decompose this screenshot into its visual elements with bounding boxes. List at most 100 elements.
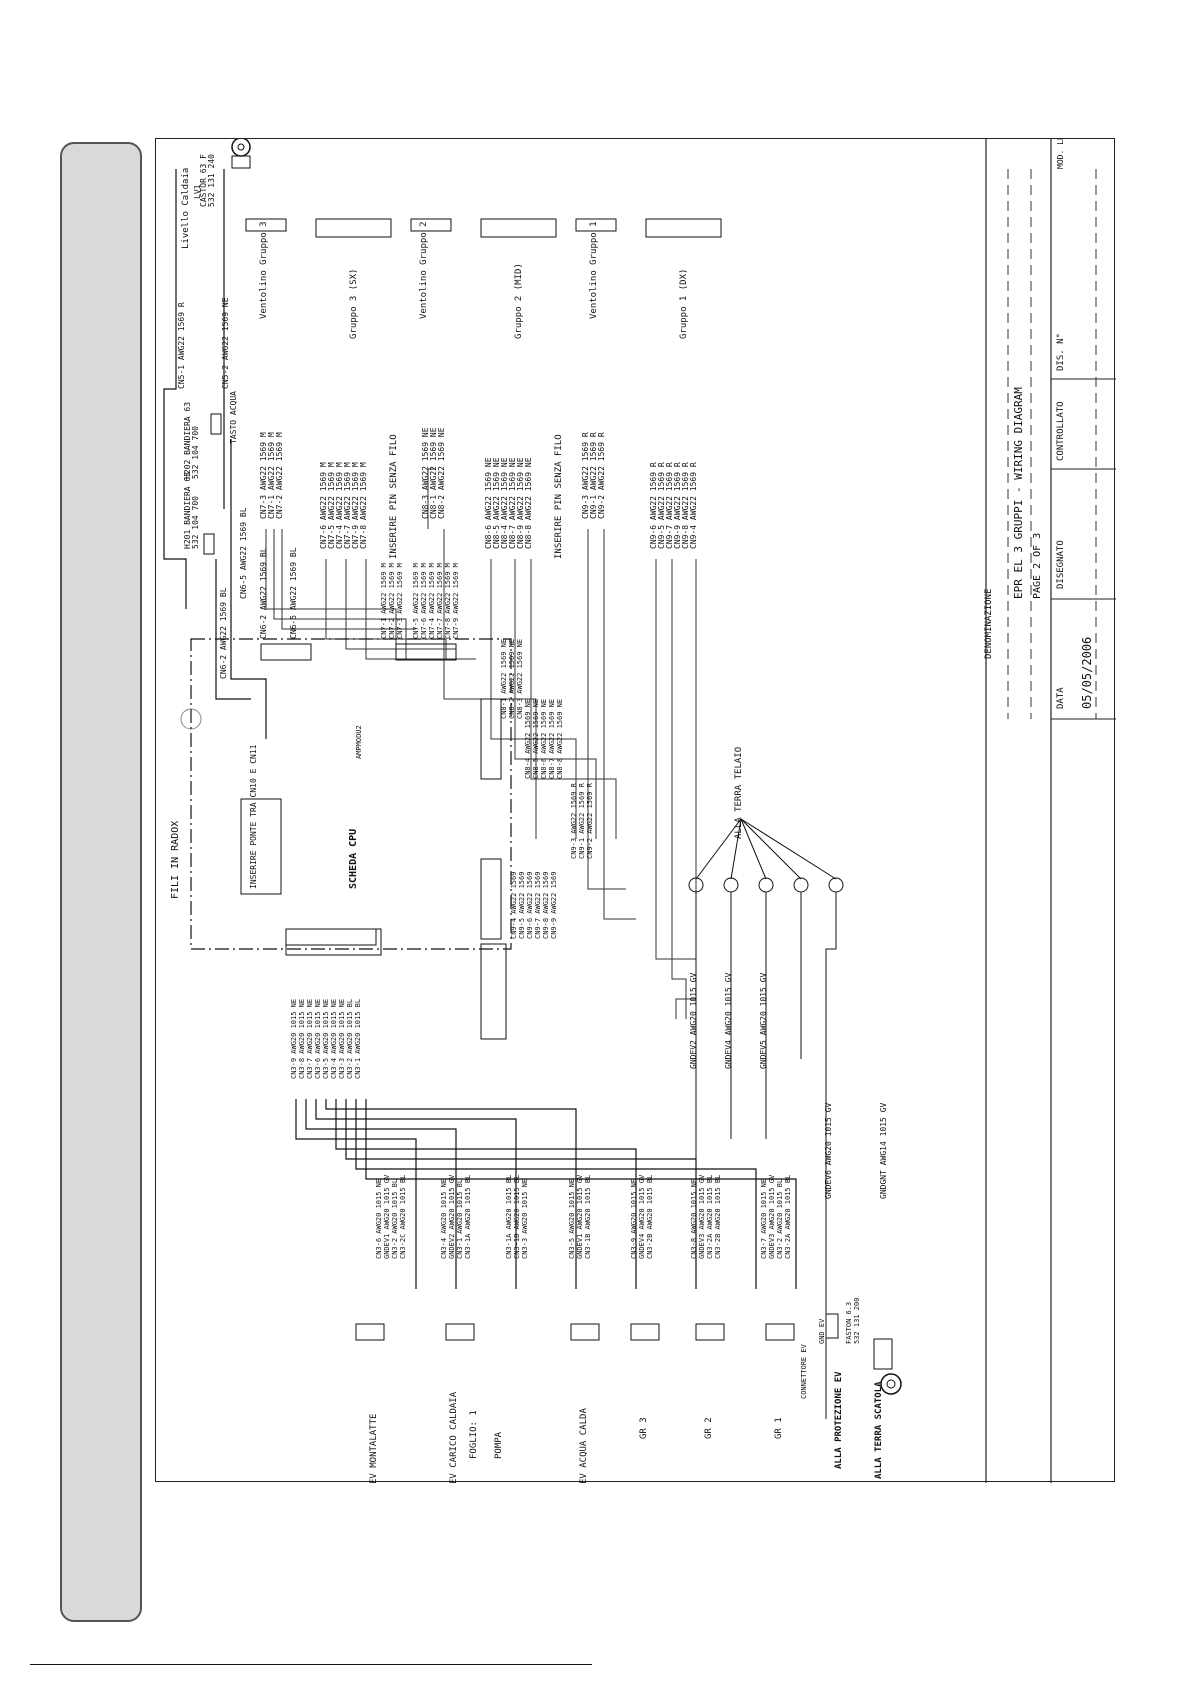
device-4-wire-2: CN3-2B AWG20 1015 BL	[646, 1175, 654, 1259]
fili-radox-label: FILI IN RADOX	[170, 821, 181, 899]
cpu-cn9-7: CN9-7 AWG22 1569	[534, 872, 542, 939]
device-3-wire-2: CN3-1B AWG20 1015 BL	[584, 1175, 592, 1259]
footer-line	[30, 1664, 592, 1665]
protezione-label: ALLA PROTEZIONE EV	[834, 1371, 844, 1469]
device-ev-montalatte: EV MONTALATTE CN3-6 AWG20 1015 NE GNDEV1…	[355, 1174, 407, 1484]
cpu-cn7-9: CN7-9 AWG22 1569 M	[452, 563, 460, 639]
cn7-9-wire: CN7-9 AWG22 1569 M	[351, 462, 360, 549]
bridge-note: INSERIRE PONTE TRA CN10 E CN11	[249, 744, 258, 889]
cn7-3-wire: CN7-3 AWG22 1569 M	[259, 432, 268, 519]
h202-number: 532 104 700	[191, 426, 200, 479]
cn8-3-wire: CN8-3 AWG22 1569 NE	[421, 427, 430, 519]
cn3-1: CN3-1 AWG20 1015 BL	[354, 999, 362, 1079]
cpu-cn7-2: CN7-2 AWG22 1569 M	[388, 563, 396, 639]
group-3-note: INSERIRE PIN SENZA FILO	[389, 434, 399, 559]
cpu-cn7-6: CN7-6 AWG22 1569 M	[420, 563, 428, 639]
cn9-9-wire: CN9-9 AWG22 1569 R	[673, 462, 682, 549]
cpu-board: SCHEDA CPU INSERIRE PONTE TRA CN10 E CN1…	[190, 547, 594, 1079]
device-0-wire-0: CN3-6 AWG20 1015 NE	[375, 1179, 383, 1259]
cn6-2-top: CN6-2 AWG22 1569 BL	[219, 587, 228, 679]
cn3-2: CN3-2 AWG20 1015 BL	[346, 999, 354, 1079]
device-pompa: POMPA CN3-1A AWG20 1015 BL CN3-1B AWG20 …	[494, 1175, 529, 1459]
device-5-wire-2: CN3-2A AWG20 1015 BL	[706, 1175, 714, 1259]
dis-number-label: DIS. N°	[1056, 333, 1066, 371]
device-6-wire-0: CN3-7 AWG20 1015 NE	[760, 1179, 768, 1259]
gndev2-wire: GNDEV2 AWG20 1015 GV	[689, 972, 698, 1069]
denominazione-label: DENOMINAZIONE	[984, 589, 994, 659]
device-5-wire-0: CN3-8 AWG20 1015 NE	[690, 1179, 698, 1259]
cn7-5-wire: CN7-5 AWG22 1569 M	[327, 462, 336, 549]
cn7-4-wire: CN7-4 AWG22 1569 M	[335, 462, 344, 549]
cpu-cn9-9: CN9-9 AWG22 1569	[550, 872, 558, 939]
side-tab-panel	[60, 142, 142, 1622]
cpu-cn8-4: CN8-4 AWG22 1569 NE	[524, 699, 532, 779]
device-6-wire-1: GNDEV3 AWG20 1015 GV	[768, 1174, 776, 1259]
cn9-8-wire: CN9-8 AWG22 1569 R	[681, 462, 690, 549]
cn8-1-wire: CN8-1 AWG22 1569 NE	[429, 427, 438, 519]
device-gr-1: GR 1 CN3-7 AWG20 1015 NE GNDEV3 AWG20 10…	[760, 1174, 795, 1439]
tasto-acqua-label: TASTO ACQUA	[229, 391, 238, 444]
ev-protection: ALLA PROTEZIONE EV GND EV FASTON 6.3 532…	[818, 1298, 861, 1469]
ground-section: ALLA TERRA TELAIO GNDEV2 AWG20 1015 GV G…	[688, 747, 888, 1419]
device-gr-2: GR 2 CN3-8 AWG20 1015 NE GNDEV3 AWG20 10…	[690, 1174, 725, 1439]
device-3-wire-0: CN3-5 AWG20 1015 NE	[568, 1179, 576, 1259]
lvl-number: 532 131 240	[207, 154, 216, 207]
fan-2-label: Ventolino Gruppo 2	[419, 221, 429, 319]
device-ev-carico-caldaia: EV CARICO CALDAIA CN3-4 AWG20 1015 NE GN…	[440, 1174, 479, 1484]
page-indicator: PAGE 2 OF 3	[1032, 533, 1043, 599]
gnd-ev-label: GND EV	[818, 1318, 826, 1344]
device-4-wire-0: CN3-9 AWG20 1015 NE	[630, 1179, 638, 1259]
wiring-diagram-svg: DENOMINAZIONE EPR EL 3 GRUPPI - WIRING D…	[163, 121, 1116, 1484]
cn7-2-wire: CN7-2 AWG22 1569 M	[275, 432, 284, 519]
device-4-name: GR 3	[639, 1417, 649, 1439]
cpu-cn7-7: CN7-7 AWG22 1569 M	[436, 563, 444, 639]
cn5-2-wire: CN5-2 AWG22 1569 NE	[221, 297, 230, 389]
cn7-1-wire: CN7-1 AWG22 1569 M	[267, 432, 276, 519]
gndev6-wire: GNDEV6 AWG20 1015 GV	[824, 1102, 833, 1199]
device-5-wire-1: GNDEV3 AWG20 1015 GV	[698, 1174, 706, 1259]
device-0-wire-2: CN3-2 AWG20 1015 BL	[391, 1179, 399, 1259]
faston-number: 532 131 200	[853, 1298, 861, 1344]
cn8-5-wire: CN8-5 AWG22 1569 NE	[492, 457, 501, 549]
device-4-wire-1: GNDEV4 AWG20 1015 GV	[638, 1174, 646, 1259]
diagram-title: EPR EL 3 GRUPPI - WIRING DIAGRAM	[1012, 387, 1025, 599]
cpu-cn9-6: CN9-6 AWG22 1569	[526, 872, 534, 939]
controllato-label: CONTROLLATO	[1056, 401, 1066, 461]
device-2-wire-0: CN3-1A AWG20 1015 BL	[505, 1175, 513, 1259]
group-1: Ventolino Gruppo 1 Gruppo 1 (DX) CN9-3 A…	[575, 218, 722, 549]
cpu-connector: AMPMODU2	[355, 725, 363, 759]
cpu-cn8-6: CN8-6 AWG22 1569 NE	[540, 699, 548, 779]
group-2-note: INSERIRE PIN SENZA FILO	[554, 434, 564, 559]
cpu-cn9-8: CN9-8 AWG22 1569	[542, 872, 550, 939]
cpu-cn8-2: CN8-2 AWG22 1569 NE	[508, 639, 516, 719]
gndgnt-wire: GNDGNT AWG14 1015 GV	[879, 1102, 888, 1199]
cpu-cn8-7: CN8-7 AWG22 1569 NE	[548, 699, 556, 779]
cpu-cn7-4: CN7-4 AWG22 1569 M	[428, 563, 436, 639]
disegnato-label: DISEGNATO	[1056, 540, 1066, 589]
cn8-7-wire: CN8-7 AWG22 1569 NE	[508, 457, 517, 549]
lvl-code: LV1	[193, 184, 202, 199]
group-3: Ventolino Gruppo 3 Gruppo 3 (SX) CN7-3 A…	[245, 218, 399, 559]
cn9-5-wire: CN9-5 AWG22 1569 R	[657, 462, 666, 549]
cn3-3: CN3-3 AWG20 1015 NE	[338, 999, 346, 1079]
device-1-wire-0: CN3-4 AWG20 1015 NE	[440, 1179, 448, 1259]
cpu-cn7-8: CN7-8 AWG22 1569 M	[444, 563, 452, 639]
connettore-label: CONNETTORE EV	[800, 1343, 808, 1399]
cn7-8-wire: CN7-8 AWG22 1569 M	[359, 462, 368, 549]
cpu-cn7-1: CN7-1 AWG22 1569 M	[380, 563, 388, 639]
h202-label: H202 BANDIERA 63	[183, 402, 192, 479]
faston-label: FASTON 6.3	[845, 1302, 853, 1344]
device-6-wire-3: CN3-2A AWG20 1015 BL	[784, 1175, 792, 1259]
device-1-wire-3: CN3-1A AWG20 1015 BL	[464, 1175, 472, 1259]
cpu-label: SCHEDA CPU	[348, 829, 359, 889]
cpu-cn9-1: CN9-1 AWG22 1569 R	[578, 782, 586, 859]
cpu-cn9-4: CN9-4 AWG22 1569	[510, 872, 518, 939]
device-ev-acqua-calda: EV ACQUA CALDA CN3-5 AWG20 1015 NE GNDEV…	[568, 1174, 600, 1484]
cn8-6-wire: CN8-6 AWG22 1569 NE	[484, 457, 493, 549]
cpu-cn7-5: CN7-5 AWG22 1569 M	[412, 563, 420, 639]
device-2-wire-1: CN3-1B AWG20 1015 BL	[513, 1175, 521, 1259]
h201-number: 532 104 700	[191, 496, 200, 549]
cn5-1-wire: CN5-1 AWG22 1569 R	[177, 302, 186, 389]
data-value: 05/05/2006	[1080, 637, 1094, 709]
group-2: Ventolino Gruppo 2 Gruppo 2 (MID) CN8-3 …	[410, 218, 564, 559]
